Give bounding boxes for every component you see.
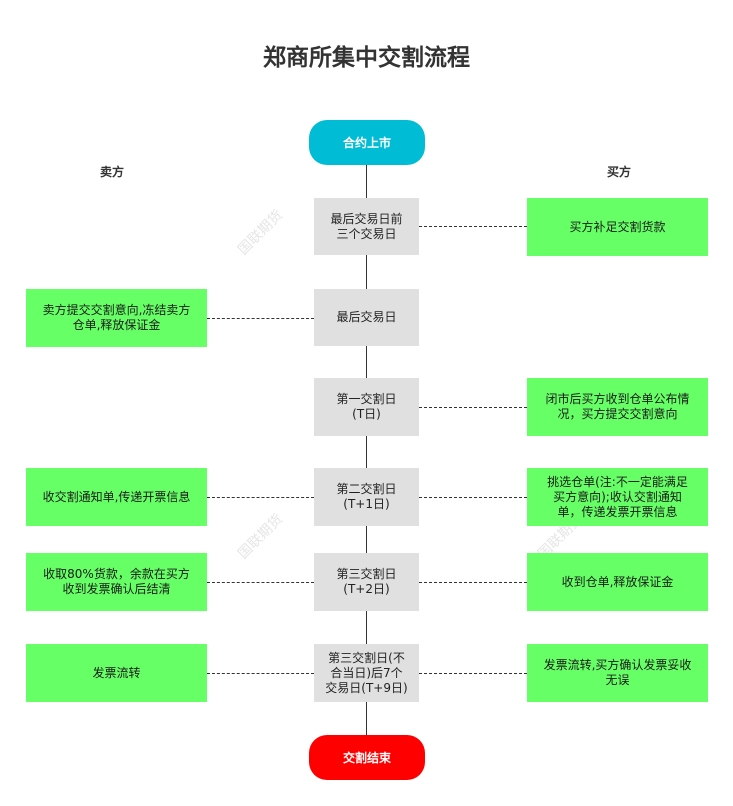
buyer-label: 买方 [607,165,632,179]
seller-connector [207,318,314,319]
buyer-action-box: 挑选仓单(注:不一定能满足 买方意向);收认交割通知 单，传递发票开票信息 [527,468,708,526]
buyer-connector [419,582,527,583]
step-box: 第三交割日 (T+2日) [314,553,419,611]
flow-connector [366,702,367,735]
flow-connector [366,436,367,468]
step-box: 第三交割日(不 合当日)后7个 交易日(T+9日) [314,644,419,702]
seller-label: 卖方 [100,165,125,179]
seller-action-box: 收取80%货款，余款在买方 收到发票确认后结清 [26,553,207,611]
watermark: 国联期货 [235,511,287,563]
buyer-connector [419,497,527,498]
start-node: 合约上市 [309,120,425,165]
watermark: 国联期货 [235,207,287,259]
seller-action-box: 收交割通知单,传递开票信息 [26,468,207,526]
buyer-action-box: 闭市后买方收到仓单公布情 况，买方提交交割意向 [527,378,708,436]
flow-connector [366,346,367,378]
buyer-action-box: 买方补足交割货款 [527,198,708,256]
end-node: 交割结束 [309,735,425,780]
buyer-action-box: 发票流转,买方确认发票妥收 无误 [527,644,708,702]
step-box: 第一交割日 (T日) [314,378,419,436]
buyer-connector [419,226,527,227]
flow-connector [366,165,367,198]
step-box: 第二交割日 (T+1日) [314,468,419,526]
page-title: 郑商所集中交割流程 [263,45,470,71]
seller-connector [207,582,314,583]
step-box: 最后交易日前 三个交易日 [314,198,419,255]
step-box: 最后交易日 [314,289,419,346]
buyer-connector [419,673,527,674]
flow-connector [366,526,367,553]
flow-connector [366,611,367,644]
seller-action-box: 发票流转 [26,644,207,702]
buyer-connector [419,407,527,408]
buyer-action-box: 收到仓单,释放保证金 [527,553,708,611]
seller-connector [207,497,314,498]
flow-connector [366,255,367,289]
seller-action-box: 卖方提交交割意向,冻结卖方 仓单,释放保证金 [26,289,207,347]
seller-connector [207,673,314,674]
